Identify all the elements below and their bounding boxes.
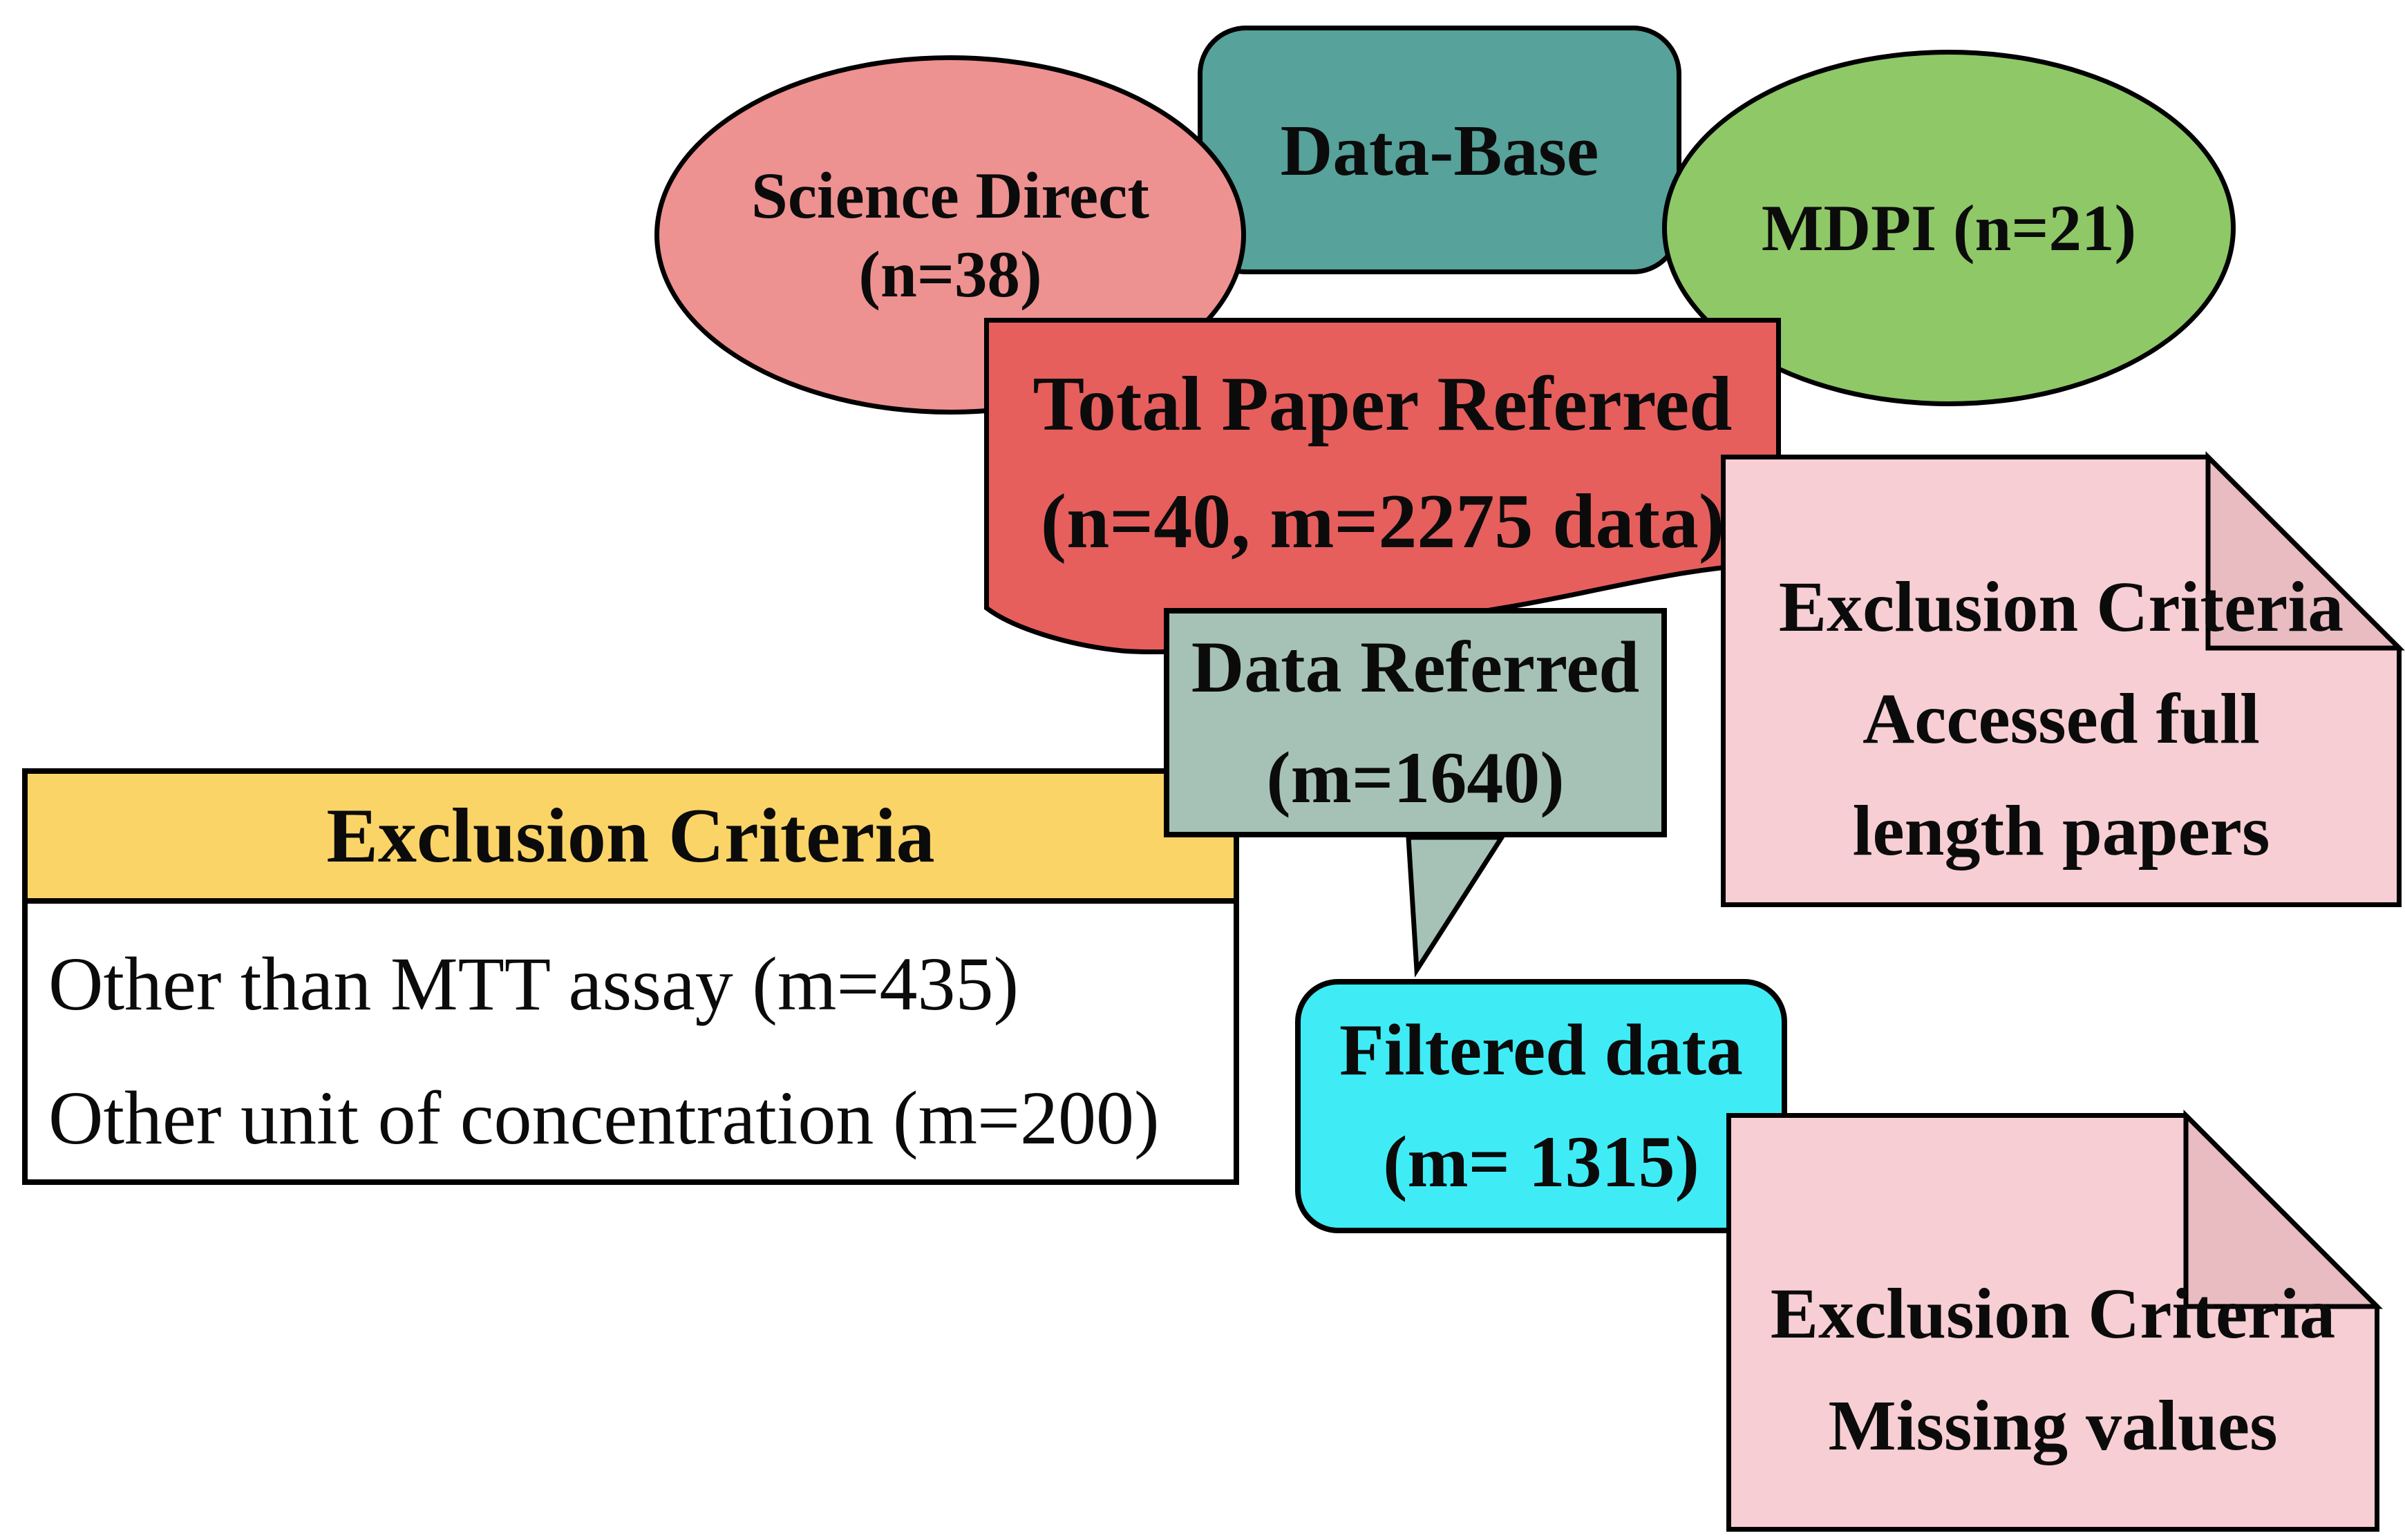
data-referred-callout-tail (1382, 832, 1527, 978)
database-box: Data-Base (1198, 26, 1681, 274)
filtered-data-text: Filtered data (m= 1315) (1301, 994, 1782, 1218)
exclusion-missing-text: Exclusion Criteria Missing values (1726, 1258, 2379, 1482)
exclusion-table-header: Exclusion Criteria (28, 774, 1234, 904)
data-referred-line2: (m=1640) (1266, 737, 1565, 818)
exclusion-full-length-note: Exclusion Criteria Accessed full length … (1721, 451, 2405, 907)
exclusion-full-length-line3: length papers (1852, 791, 2270, 871)
total-papers-line2: (n=40, m=2275 data) (1040, 479, 1725, 564)
filtered-data-box: Filtered data (m= 1315) (1295, 979, 1787, 1233)
filtered-data-line2: (m= 1315) (1383, 1121, 1699, 1202)
folded-corner (2205, 451, 2405, 651)
mdpi-label: MDPI (n=21) (1761, 191, 2137, 265)
database-label: Data-Base (1280, 109, 1599, 191)
exclusion-table-header-label: Exclusion Criteria (326, 792, 935, 879)
exclusion-table: Exclusion Criteria Other than MTT assay … (22, 768, 1239, 1185)
science-direct-label: Science Direct (n=38) (751, 159, 1149, 311)
exclusion-missing-line1: Exclusion Criteria (1770, 1274, 2336, 1353)
folded-document-shape (1721, 451, 2405, 907)
exclusion-full-length-line1: Exclusion Criteria (1778, 567, 2344, 647)
data-referred-text: Data Referred (m=1640) (1169, 612, 1661, 833)
exclusion-full-length-text: Exclusion Criteria Accessed full length … (1721, 551, 2402, 887)
science-direct-ellipse: Science Direct (n=38) (654, 55, 1246, 415)
total-papers-line1: Total Paper Referred (1032, 361, 1733, 447)
data-referred-callout: Data Referred (m=1640) (1164, 608, 1667, 837)
folded-corner (2183, 1110, 2383, 1309)
exclusion-missing-line2: Missing values (1828, 1386, 2278, 1465)
data-referred-line1: Data Referred (1191, 627, 1640, 707)
exclusion-table-row: Other unit of concentration (m=200) (48, 1076, 1160, 1160)
total-papers-text: Total Paper Referred (n=40, m=2275 data) (984, 345, 1781, 580)
exclusion-missing-note: Exclusion Criteria Missing values (1726, 1110, 2383, 1532)
exclusion-full-length-line2: Accessed full (1862, 679, 2260, 759)
exclusion-table-row: Other than MTT assay (m=435) (48, 942, 1019, 1026)
total-papers-box: Total Paper Referred (n=40, m=2275 data) (984, 318, 1781, 663)
filtered-data-line1: Filtered data (1339, 1009, 1743, 1090)
folded-document-shape (1726, 1110, 2383, 1532)
